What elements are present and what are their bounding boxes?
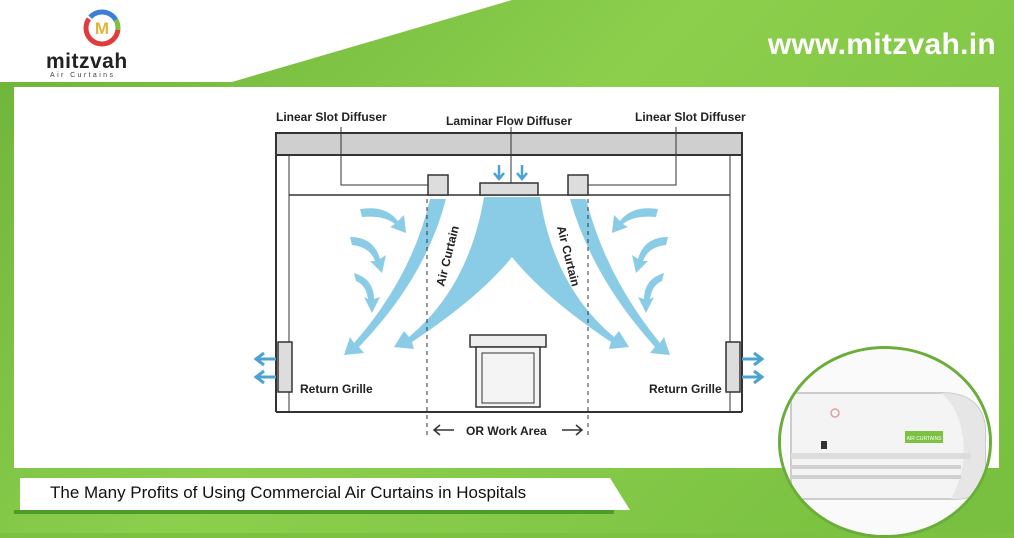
laminar-flow-diffuser [479,182,539,196]
caption-bar [20,478,630,510]
logo-panel-slant [232,0,512,82]
left-diffuser-label: Linear Slot Diffuser [276,110,387,124]
right-return-label: Return Grille [649,382,722,396]
right-recirculation-arrows [612,208,668,313]
right-diffuser-label: Linear Slot Diffuser [635,110,746,124]
caption-accent [14,510,614,514]
logo-panel [0,0,232,82]
operating-table-base [475,346,541,408]
product-image: AIR CURTAINS [778,346,992,538]
left-air-curtain [344,199,446,355]
air-curtain-diagram: Linear Slot Diffuser Laminar Flow Diffus… [253,110,765,438]
product-badge: AIR CURTAINS [907,436,942,442]
website-url[interactable]: www.mitzvah.in [767,28,996,61]
brand-logo[interactable]: M mitzvah Air Curtains [46,8,156,79]
logo-letter: M [95,19,109,38]
brand-name: mitzvah [46,50,128,73]
right-slot-diffuser [567,174,589,196]
work-area-label: OR Work Area [466,424,547,438]
operating-table-panel [481,352,535,404]
operating-table-top [469,334,547,348]
left-leader-line [340,127,428,186]
right-return-grille [725,341,741,393]
work-area-arrows [432,424,584,436]
left-return-label: Return Grille [300,382,373,396]
right-return-arrows [742,351,765,385]
laminar-inflow-arrows [493,165,528,181]
right-leader-line [588,127,677,186]
center-diffuser-label: Laminar Flow Diffuser [446,114,572,128]
air-curtain-unit-icon: AIR CURTAINS [781,349,989,535]
right-air-curtain [570,199,670,355]
left-return-arrows [253,351,276,385]
ceiling-slab [275,132,743,156]
left-recirculation-arrows [350,208,406,313]
laminar-flow-plume [394,197,629,349]
left-return-grille [277,341,293,393]
brand-tagline: Air Curtains [50,72,116,79]
logo-mark-icon: M [83,9,121,47]
caption-text: The Many Profits of Using Commercial Air… [50,483,527,502]
left-slot-diffuser [427,174,449,196]
